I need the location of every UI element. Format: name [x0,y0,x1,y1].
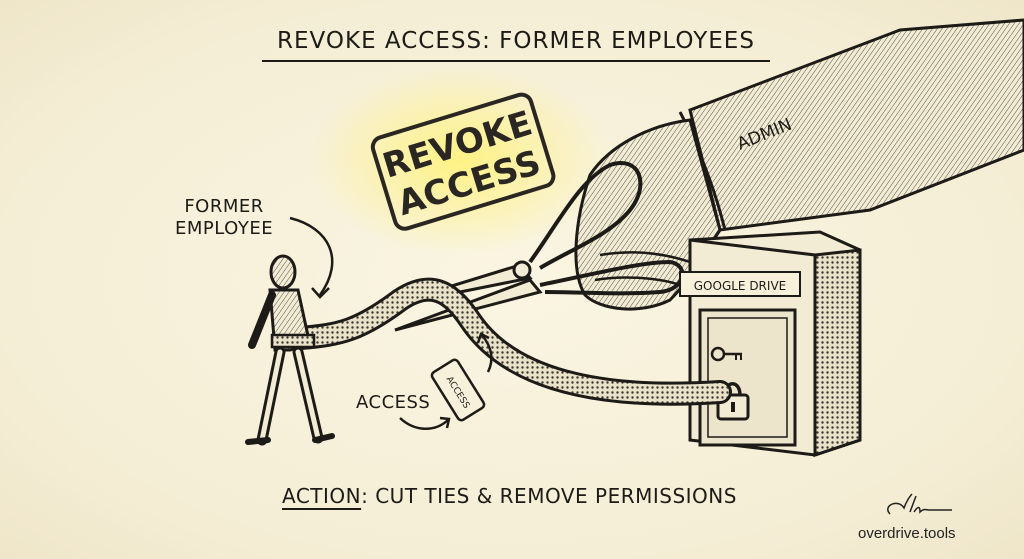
arrow-to-card [399,417,449,430]
admin-hand [574,118,722,311]
signature-mark [887,493,952,515]
action-caption: ACTION: CUT TIES & REMOVE PERMISSIONS [282,484,737,508]
action-text: : CUT TIES & REMOVE PERMISSIONS [361,484,737,508]
former-employee-label-line1: FORMER [184,196,264,217]
brand-watermark: overdrive.tools [858,525,956,542]
former-employee-label-line2: EMPLOYEE [175,218,274,239]
access-card: ACCESS [430,358,486,422]
key-icon [710,346,742,362]
svg-text:GOOGLE DRIVE: GOOGLE DRIVE [694,279,786,293]
former-employee-label: FORMER EMPLOYEE [175,196,273,240]
arrow-card-up [481,334,493,373]
arrow-to-employee [289,216,334,296]
google-drive-vault: GOOGLE DRIVE [679,230,862,458]
former-employee-figure [245,254,335,446]
access-cable [291,280,729,403]
page-title: REVOKE ACCESS: FORMER EMPLOYEES [277,28,755,54]
title-underline [262,60,770,62]
access-label: ACCESS [356,392,431,413]
action-prefix: ACTION [282,484,362,508]
